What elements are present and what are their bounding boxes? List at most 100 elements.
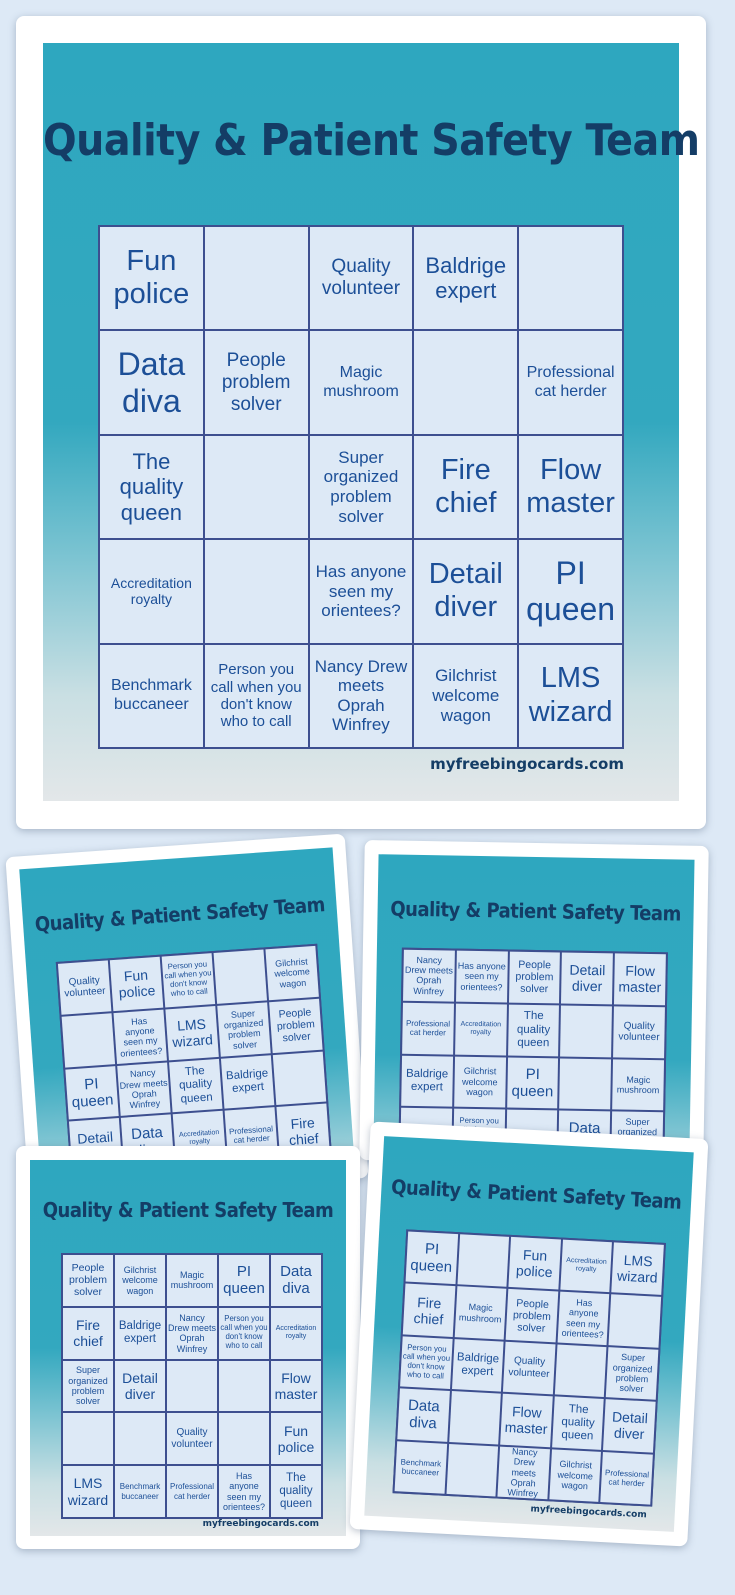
bingo-cell — [272, 1051, 327, 1106]
bingo-cell — [446, 1443, 499, 1497]
footer-brand: myfreebingocards.com — [202, 1519, 319, 1529]
bingo-cell: Super organized problem solver — [217, 1002, 271, 1057]
bingo-cell: Nancy Drew meets Oprah Winfrey — [497, 1446, 550, 1500]
bingo-cell: Detail diver — [603, 1399, 656, 1453]
bingo-cell: Super organized problem solver — [309, 435, 413, 539]
card-title: Quality & Patient Safety Team — [43, 115, 700, 166]
bingo-cell: Has anyone seen my orientees? — [113, 1009, 167, 1064]
bingo-cell: Baldrige expert — [451, 1338, 504, 1392]
bingo-cell: The quality queen — [271, 1466, 321, 1517]
card-title: Quality & Patient Safety Team — [390, 1174, 682, 1214]
bingo-cell: Baldrige expert — [115, 1307, 165, 1359]
bingo-cell: Nancy Drew meets Oprah Winfrey — [403, 949, 455, 1002]
bingo-cell: Gilchrist welcome wagon — [414, 644, 518, 747]
bingo-cell: Fire chief — [63, 1307, 113, 1359]
card-background: Quality & Patient Safety Team Nancy Drew… — [371, 854, 695, 1166]
bingo-cell: Gilchrist welcome wagon — [549, 1448, 602, 1502]
bingo-cell: People problem solver — [505, 1289, 559, 1343]
bingo-cell: Gilchrist welcome wagon — [115, 1255, 165, 1306]
bingo-cell: Fire chief — [402, 1283, 455, 1337]
bingo-cell: PI queen — [519, 540, 622, 643]
bingo-cell: LMS wizard — [611, 1242, 664, 1296]
footer-brand: myfreebingocards.com — [530, 1504, 647, 1521]
bingo-cell: PI queen — [65, 1065, 119, 1120]
bingo-cell: Super organized problem solver — [63, 1360, 113, 1412]
bingo-cell: Detail diver — [414, 540, 518, 643]
bingo-cell: People problem solver — [204, 331, 308, 434]
bingo-cell: Fun police — [100, 227, 203, 330]
bingo-cell: Flow master — [500, 1393, 553, 1447]
bingo-cell: Flow master — [614, 953, 666, 1006]
bingo-cell: Accreditation royalty — [560, 1239, 613, 1293]
card-background: Quality & Patient Safety Team Fun police… — [43, 43, 700, 801]
bingo-cell: Data diva — [271, 1255, 321, 1306]
bingo-cell: Super organized problem solver — [606, 1346, 659, 1400]
card-title: Quality & Patient Safety Team — [34, 892, 326, 937]
bingo-cell: Professional cat herder — [167, 1466, 217, 1517]
bingo-cell — [219, 1360, 269, 1412]
bingo-cell: Flow master — [271, 1360, 321, 1412]
card-title: Quality & Patient Safety Team — [390, 896, 682, 926]
main-bingo-card: Quality & Patient Safety Team Fun police… — [16, 16, 706, 829]
bingo-cell: PI queen — [405, 1231, 458, 1285]
bingo-cell — [204, 435, 308, 539]
preview-card-4: Quality & Patient Safety Team People pro… — [16, 1146, 360, 1549]
bingo-cell: Person you call when you don't know who … — [400, 1336, 453, 1390]
bingo-cell: Person you call when you don't know who … — [161, 953, 216, 1008]
bingo-cell: Accreditation royalty — [271, 1307, 321, 1359]
bingo-cell: People problem solver — [63, 1255, 113, 1306]
bingo-cell — [448, 1391, 502, 1445]
bingo-cell — [608, 1294, 662, 1348]
bingo-cell — [559, 1058, 612, 1110]
bingo-cell — [61, 1013, 116, 1068]
bingo-cell: Fire chief — [414, 435, 518, 539]
bingo-cell: Has anyone seen my orientees? — [219, 1466, 269, 1517]
bingo-cell: Nancy Drew meets Oprah Winfrey — [309, 644, 413, 747]
bingo-cell: Baldrige expert — [401, 1055, 453, 1107]
bingo-cell: Benchmark buccaneer — [115, 1466, 165, 1517]
bingo-cell: Quality volunteer — [167, 1413, 217, 1465]
bingo-cell: Quality volunteer — [503, 1341, 556, 1395]
card-background: Quality & Patient Safety Team People pro… — [30, 1160, 346, 1536]
bingo-cell: Fun police — [508, 1236, 561, 1290]
bingo-cell — [414, 331, 518, 434]
bingo-cell — [204, 227, 308, 330]
bingo-cell: Fun police — [271, 1413, 321, 1465]
bingo-cell — [115, 1413, 165, 1465]
card-background: Quality & Patient Safety Team PI queen Fu… — [364, 1136, 694, 1532]
bingo-cell: Professional cat herder — [519, 331, 622, 434]
bingo-cell: Person you call when you don't know who … — [219, 1307, 269, 1359]
bingo-cell: The quality queen — [100, 435, 203, 539]
bingo-cell: Benchmark buccaneer — [394, 1440, 447, 1494]
bingo-cell: The quality queen — [551, 1396, 605, 1450]
bingo-cell — [213, 949, 267, 1004]
bingo-cell — [554, 1344, 607, 1398]
bingo-cell: The quality queen — [507, 1004, 560, 1057]
bingo-cell: Quality volunteer — [57, 960, 112, 1015]
bingo-cell — [204, 540, 308, 643]
card-title: Quality & Patient Safety Team — [42, 1198, 334, 1222]
bingo-cell: Detail diver — [561, 952, 614, 1005]
bingo-cell: LMS wizard — [63, 1466, 113, 1517]
bingo-cell: Professional cat herder — [600, 1451, 653, 1505]
bingo-cell: PI queen — [506, 1057, 559, 1109]
bingo-cell — [519, 227, 622, 330]
bingo-cell: Baldrige expert — [414, 227, 518, 330]
bingo-cell: Data diva — [100, 331, 203, 434]
bingo-cell: People problem solver — [508, 951, 561, 1004]
bingo-cell: Has anyone seen my orientees? — [455, 950, 508, 1003]
bingo-cell: Magic mushroom — [454, 1286, 507, 1340]
bingo-cell: LMS wizard — [165, 1005, 219, 1060]
bingo-cell: Detail diver — [115, 1360, 165, 1412]
bingo-cell: LMS wizard — [519, 644, 622, 747]
bingo-cell: Magic mushroom — [612, 1058, 665, 1111]
bingo-cell — [167, 1360, 217, 1412]
bingo-cell: Magic mushroom — [309, 331, 413, 434]
bingo-cell: Quality volunteer — [309, 227, 413, 330]
bingo-cell — [63, 1413, 113, 1465]
bingo-cell: Nancy Drew meets Oprah Winfrey — [167, 1307, 217, 1359]
bingo-cell — [560, 1005, 613, 1057]
